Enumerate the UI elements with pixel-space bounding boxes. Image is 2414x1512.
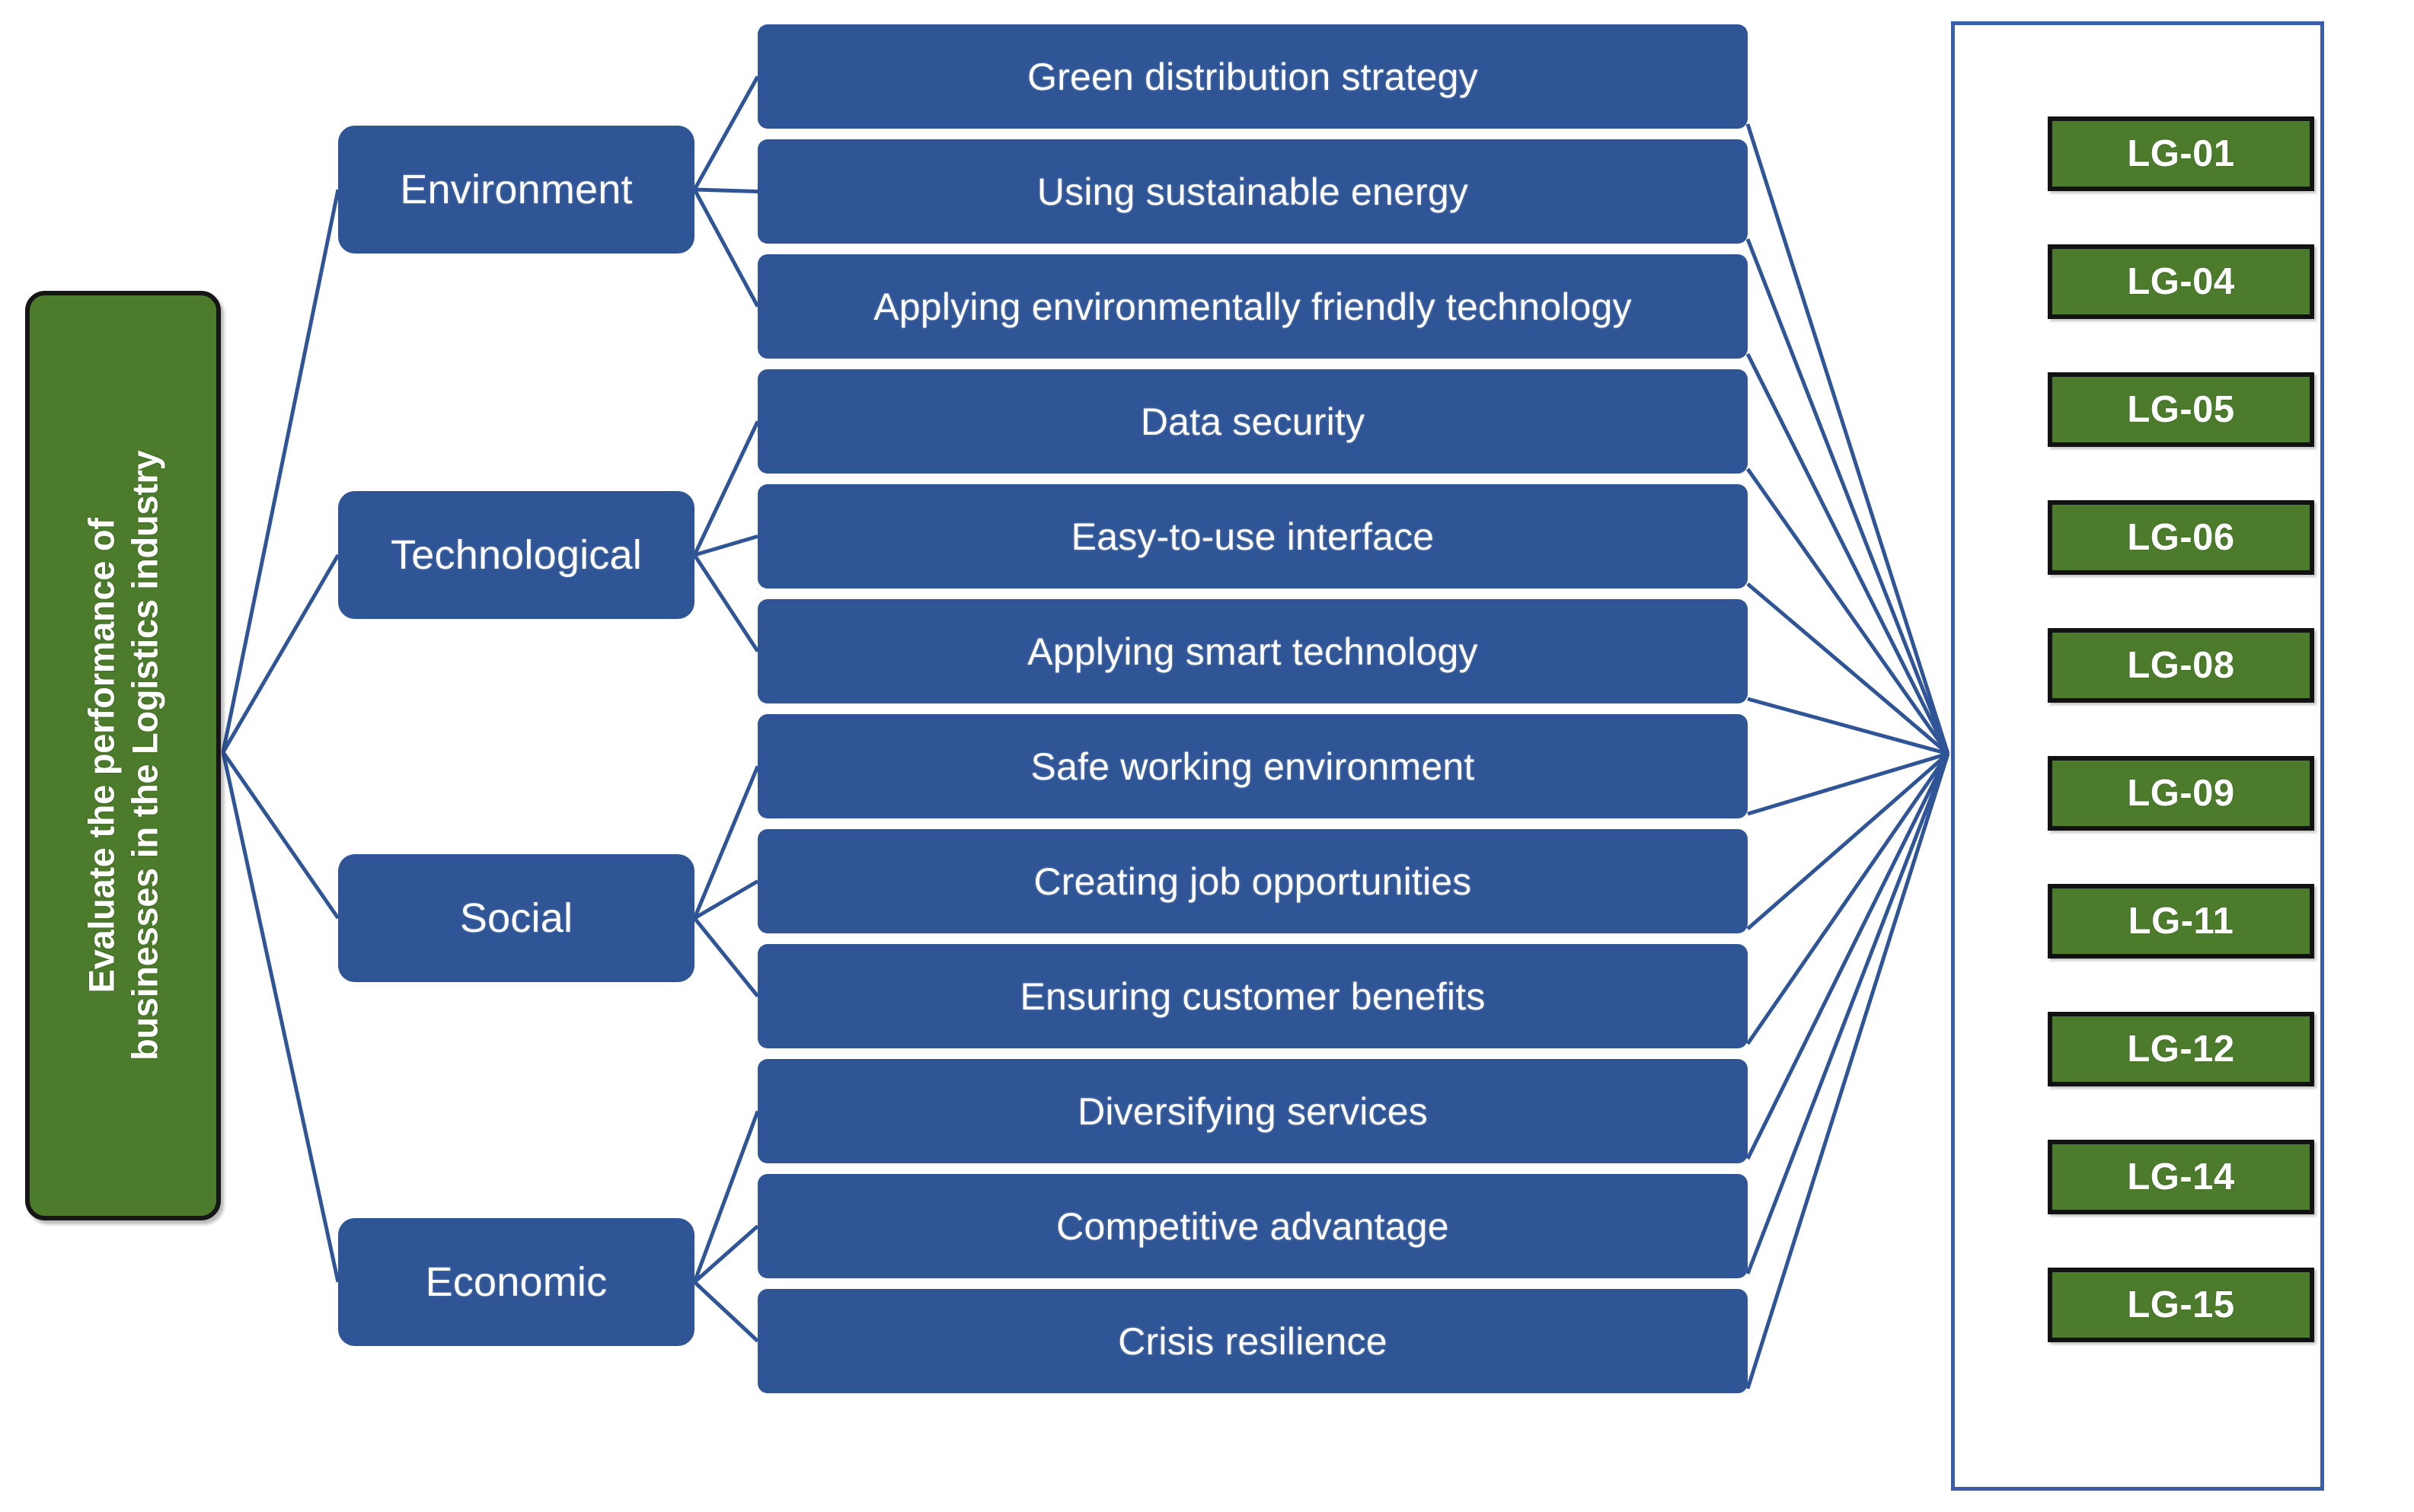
subcriterion-label: Ensuring customer benefits [1020,975,1486,1018]
criterion-label: Technological [391,532,642,578]
edges-subcriteria-to-alternatives [1745,123,1950,1389]
alternative-label: LG-11 [2128,901,2234,942]
alternative-node-lg-05[interactable]: LG-05 [2048,372,2314,447]
alternative-node-lg-15[interactable]: LG-15 [2048,1268,2314,1342]
edge-criterion-to-subcriterion [692,75,760,191]
criterion-label: Economic [425,1259,608,1305]
alternative-label: LG-14 [2127,1156,2235,1198]
goal-label-line-2: businesses in the Logistics industry [124,450,165,1061]
edge-criterion-to-subcriterion [692,553,760,652]
alternative-node-lg-12[interactable]: LG-12 [2048,1012,2314,1086]
goal-label-line-1: Evaluate the performance of [81,518,122,994]
subcriterion-node[interactable]: Applying smart technology [758,599,1748,703]
edge-criterion-to-subcriterion [694,534,758,557]
alternative-node-lg-11[interactable]: LG-11 [2048,884,2314,959]
edge-subcriterion-to-alternatives [1745,753,1950,1274]
edge-criterion-to-subcriterion [693,917,759,998]
criterion-node-economic[interactable]: Economic [338,1218,695,1346]
edge-criterion-to-subcriterion [693,1224,759,1284]
goal-label: Evaluate the performance of businesses i… [79,451,167,1061]
edge-subcriterion-to-alternatives [1745,123,1950,754]
edge-subcriterion-to-alternatives [1747,751,1949,816]
edges-goal-to-criteria [221,189,340,1283]
subcriterion-node[interactable]: Green distribution strategy [758,24,1748,129]
criterion-node-technological[interactable]: Technological [338,491,695,619]
goal-node[interactable]: Evaluate the performance of businesses i… [25,291,221,1220]
edge-criterion-to-subcriterion [693,1281,759,1343]
subcriterion-node[interactable]: Ensuring customer benefits [758,944,1748,1048]
edge-subcriterion-to-alternatives [1745,752,1950,1160]
subcriterion-label: Competitive advantage [1056,1204,1449,1248]
edge-goal-to-criterion [221,751,340,1283]
edge-subcriterion-to-alternatives [1745,753,1950,1389]
subcriterion-node[interactable]: Data security [758,369,1748,474]
subcriterion-node[interactable]: Competitive advantage [758,1174,1748,1278]
subcriterion-node[interactable]: Creating job opportunities [758,829,1748,933]
alternative-node-lg-06[interactable]: LG-06 [2048,500,2314,575]
subcriterion-node[interactable]: Applying environmentally friendly techno… [758,254,1748,359]
alternative-label: LG-01 [2127,133,2235,174]
edge-subcriterion-to-alternatives [1746,752,1949,930]
subcriterion-node[interactable]: Diversifying services [758,1059,1748,1163]
subcriterion-label: Using sustainable energy [1036,170,1469,213]
subcriterion-label: Crisis resilience [1118,1319,1387,1363]
alternative-label: LG-15 [2127,1284,2235,1325]
subcriterion-label: Safe working environment [1030,745,1475,788]
alternative-label: LG-08 [2127,645,2235,686]
alternative-label: LG-05 [2127,389,2235,430]
alternative-label: LG-04 [2127,261,2235,302]
edge-subcriterion-to-alternatives [1745,752,1950,1045]
subcriterion-label: Easy-to-use interface [1071,515,1435,558]
edge-criterion-to-subcriterion [692,1110,760,1283]
criterion-label: Environment [400,167,633,212]
edge-goal-to-criterion [221,553,340,754]
alternative-node-lg-09[interactable]: LG-09 [2048,756,2314,831]
edge-criterion-to-subcriterion [692,420,760,557]
subcriterion-label: Green distribution strategy [1027,55,1478,98]
alternative-label: LG-06 [2127,517,2235,558]
criterion-label: Social [459,895,573,941]
subcriterion-label: Applying smart technology [1027,630,1478,673]
subcriterion-label: Applying environmentally friendly techno… [873,285,1632,328]
subcriterion-label: Creating job opportunities [1033,860,1472,903]
alternative-node-lg-14[interactable]: LG-14 [2048,1140,2314,1214]
edge-goal-to-criterion [221,189,340,753]
edge-criterion-to-subcriterion [692,765,760,919]
subcriterion-label: Diversifying services [1078,1089,1428,1133]
alternative-label: LG-09 [2127,773,2235,814]
edge-criterion-to-subcriterion [694,187,758,193]
alternative-node-lg-01[interactable]: LG-01 [2048,116,2314,191]
edge-subcriterion-to-alternatives [1747,697,1949,756]
edge-criterion-to-subcriterion [692,188,760,308]
edge-subcriterion-to-alternatives [1745,467,1950,755]
criterion-node-environment[interactable]: Environment [338,126,695,254]
edge-subcriterion-to-alternatives [1746,582,1949,755]
subcriterion-label: Data security [1140,400,1365,443]
alternative-node-lg-04[interactable]: LG-04 [2048,244,2314,319]
subcriterion-node[interactable]: Easy-to-use interface [758,484,1748,589]
edge-criterion-to-subcriterion [693,879,759,920]
subcriterion-node[interactable]: Safe working environment [758,714,1748,818]
edge-subcriterion-to-alternatives [1745,238,1950,754]
subcriterion-node[interactable]: Crisis resilience [758,1289,1748,1393]
criterion-node-social[interactable]: Social [338,854,695,982]
edge-goal-to-criterion [221,751,340,920]
subcriterion-node[interactable]: Using sustainable energy [758,139,1748,244]
edge-subcriterion-to-alternatives [1745,352,1950,755]
edges-criteria-to-subcriteria [692,75,760,1343]
alternative-label: LG-12 [2127,1029,2235,1070]
alternative-node-lg-08[interactable]: LG-08 [2048,628,2314,703]
